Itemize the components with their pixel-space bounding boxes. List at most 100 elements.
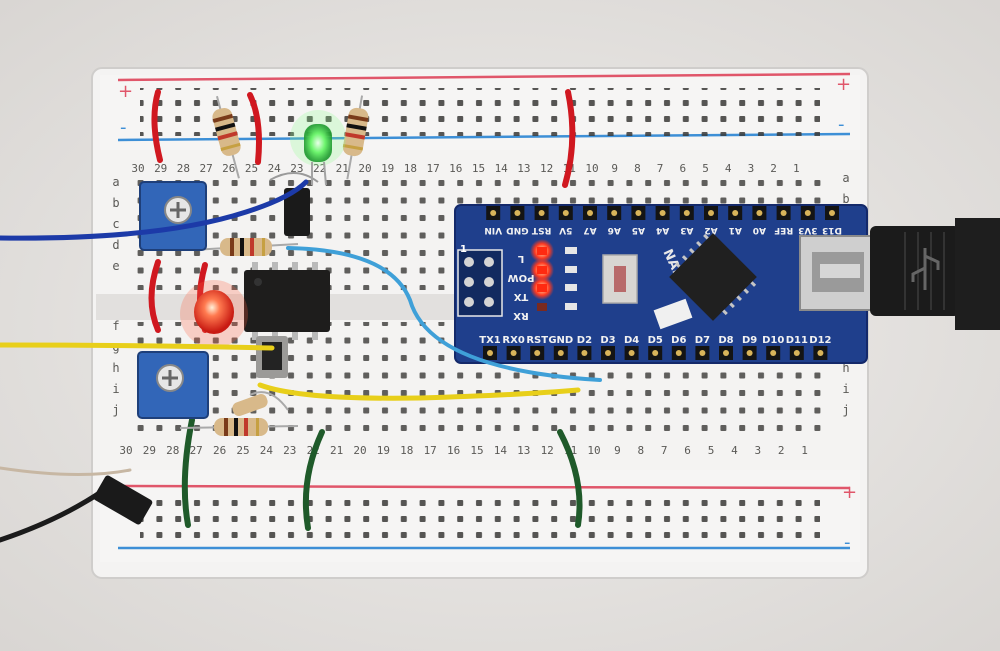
- column-number-bottom: 1: [801, 444, 808, 457]
- header-pin-gold: [780, 210, 787, 216]
- bottom-rail-holes: [140, 494, 820, 544]
- header-pin-gold: [675, 350, 682, 356]
- column-number-bottom: 21: [330, 444, 343, 457]
- usb-cable: [870, 218, 1000, 330]
- column-number-top: 17: [426, 162, 439, 175]
- column-number-bottom: 19: [377, 444, 390, 457]
- nano-bottom-pin-label: D11: [786, 335, 808, 346]
- column-number-top: 27: [199, 162, 212, 175]
- row-letter-left: f: [112, 319, 119, 333]
- header-pin-gold: [487, 350, 493, 356]
- nano-led-label: L: [517, 253, 524, 264]
- header-pin-gold: [534, 350, 541, 356]
- column-number-top: 26: [222, 162, 235, 175]
- column-number-bottom: 5: [708, 444, 715, 457]
- column-number-top: 16: [449, 162, 462, 175]
- column-number-bottom: 27: [190, 444, 203, 457]
- red-led: [180, 280, 248, 348]
- green-jumper-12: [557, 429, 583, 528]
- column-number-top: 13: [517, 162, 530, 175]
- header-pin-gold: [538, 210, 545, 216]
- column-number-top: 22: [313, 162, 326, 175]
- column-number-top: 28: [177, 162, 190, 175]
- jumper-wires: [148, 89, 583, 531]
- red-jumper-25: [247, 92, 262, 165]
- header-pin-gold: [635, 210, 642, 216]
- column-number-bottom: 29: [143, 444, 156, 457]
- green-jumper-22: [302, 429, 325, 531]
- transistor-bottom: [256, 336, 288, 378]
- header-pin-gold: [514, 210, 521, 216]
- resistor-led-red: [232, 391, 289, 417]
- column-number-bottom: 14: [494, 444, 508, 457]
- column-number-top: 30: [131, 162, 144, 175]
- nano-bottom-pin-label: RST: [526, 335, 548, 346]
- column-number-top: 9: [611, 162, 618, 175]
- nano-bottom-pin-label: D4: [624, 335, 639, 346]
- transistor-top: [269, 172, 319, 236]
- usb-plug: [870, 226, 960, 316]
- column-number-bottom: 25: [236, 444, 249, 457]
- column-number-bottom: 9: [614, 444, 621, 457]
- resistor-top-left: [212, 95, 241, 179]
- resistors: [179, 95, 369, 436]
- red-jumper-12: [562, 89, 576, 188]
- header-pin-gold: [746, 350, 753, 356]
- column-number-top: 3: [748, 162, 755, 175]
- green-jumper-27: [181, 417, 195, 528]
- nano-bottom-header: [483, 346, 828, 360]
- header-pin-gold: [793, 350, 800, 356]
- nano-top-pin-label: A1: [729, 225, 742, 235]
- nano-top-pin-label: REF: [774, 225, 793, 235]
- red-jumper-f28: [148, 259, 161, 333]
- header-pin-gold: [817, 350, 824, 356]
- white-component: [653, 298, 693, 330]
- nano-bottom-pin-label: D7: [695, 335, 710, 346]
- column-number-top: 21: [336, 162, 349, 175]
- header-pin-gold: [723, 350, 729, 356]
- green-led: [290, 110, 346, 186]
- nano-top-pin-label: VIN: [484, 225, 502, 235]
- nano-bottom-pin-label: TX1: [479, 335, 501, 346]
- top-rail-holes: [140, 88, 820, 136]
- nano-bottom-pin-label: D10: [762, 335, 784, 346]
- column-number-top: 5: [702, 162, 709, 175]
- row-letter-left: i: [112, 382, 119, 396]
- column-number-top: 7: [657, 162, 664, 175]
- bottom-right-plus-sign: +: [842, 482, 857, 503]
- header-pin-gold: [659, 210, 666, 216]
- column-number-bottom: 4: [731, 444, 738, 457]
- column-number-top: 2: [770, 162, 777, 175]
- header-pin-gold: [732, 210, 739, 216]
- resistor-horizontal-e: [191, 238, 299, 256]
- row-letter-left: c: [112, 217, 119, 231]
- red-jumper-28: [151, 89, 163, 163]
- atmega-chip: [669, 233, 757, 321]
- top-right-plus-sign: +: [836, 74, 851, 95]
- dupont-connector: [93, 475, 153, 525]
- column-number-bottom: 16: [447, 444, 460, 457]
- header-pin-gold: [611, 210, 618, 216]
- nano-top-pin-label: A7: [583, 225, 596, 235]
- column-number-bottom: 10: [587, 444, 600, 457]
- column-number-top: 10: [585, 162, 598, 175]
- nano-top-pin-label: GND: [506, 225, 528, 235]
- column-number-bottom: 7: [661, 444, 668, 457]
- column-number-top: 25: [245, 162, 258, 175]
- header-pin-gold: [557, 350, 564, 356]
- column-number-top: 8: [634, 162, 641, 175]
- header-pin-gold: [605, 350, 611, 356]
- yellow-wire-left: [0, 342, 275, 351]
- header-pin-gold: [490, 210, 497, 216]
- header-pin-gold: [699, 350, 706, 356]
- bottom-right-minus-sign: -: [844, 532, 851, 553]
- column-number-top: 19: [381, 162, 394, 175]
- nano-bottom-pin-label: D8: [718, 335, 733, 346]
- column-number-top: 14: [495, 162, 509, 175]
- nano-top-pin-label: 3V3: [798, 225, 818, 235]
- header-pin-gold: [628, 350, 635, 356]
- header-pin-gold: [708, 210, 714, 216]
- column-number-bottom: 28: [166, 444, 179, 457]
